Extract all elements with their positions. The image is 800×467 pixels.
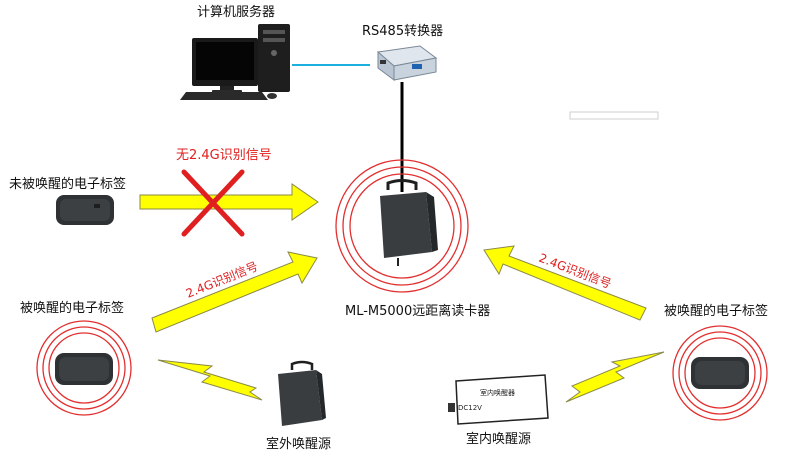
blocked-signal-arrow [139,183,319,221]
indoor-source-label: 室内唤醒源 [466,432,532,447]
converter-label: RS485转换器 [362,24,444,39]
no-signal-label: 无2.4G识别信号 [176,148,272,163]
lightning-bolt-icon [157,359,263,401]
signal-arrow-right [483,245,647,321]
faint-box [569,111,659,120]
rs485-converter-icon [376,45,438,81]
electronic-tag-icon [691,357,749,389]
electronic-tag-icon [55,353,113,385]
outdoor-source-label: 室外唤醒源 [266,437,332,452]
reader-label: ML-M5000远距离读卡器 [345,304,491,319]
awakened-tag-right-label: 被唤醒的电子标签 [664,304,769,319]
indoor-box-title: 室内唤醒器 [480,388,515,397]
signal-arrow-left [151,251,318,333]
awakened-tag-left-label: 被唤醒的电子标签 [20,301,125,316]
electronic-tag-icon [56,195,114,225]
rfid-reader-icon [278,360,326,426]
lightning-bolt-icon [565,351,665,403]
indoor-box-power: DC12V [458,404,482,412]
indoor-wake-source-box [448,374,549,425]
left-tag-rings [36,320,132,416]
server-label: 计算机服务器 [197,5,276,20]
red-cross-icon [181,169,245,237]
pc-tower-icon [258,24,290,92]
right-tag-rings [672,325,768,421]
reader-signal-rings [335,159,469,293]
keyboard-icon [180,92,277,100]
unawakened-tag-label: 未被唤醒的电子标签 [9,177,127,192]
computer-monitor-icon [192,38,258,94]
rfid-reader-icon [380,179,438,266]
